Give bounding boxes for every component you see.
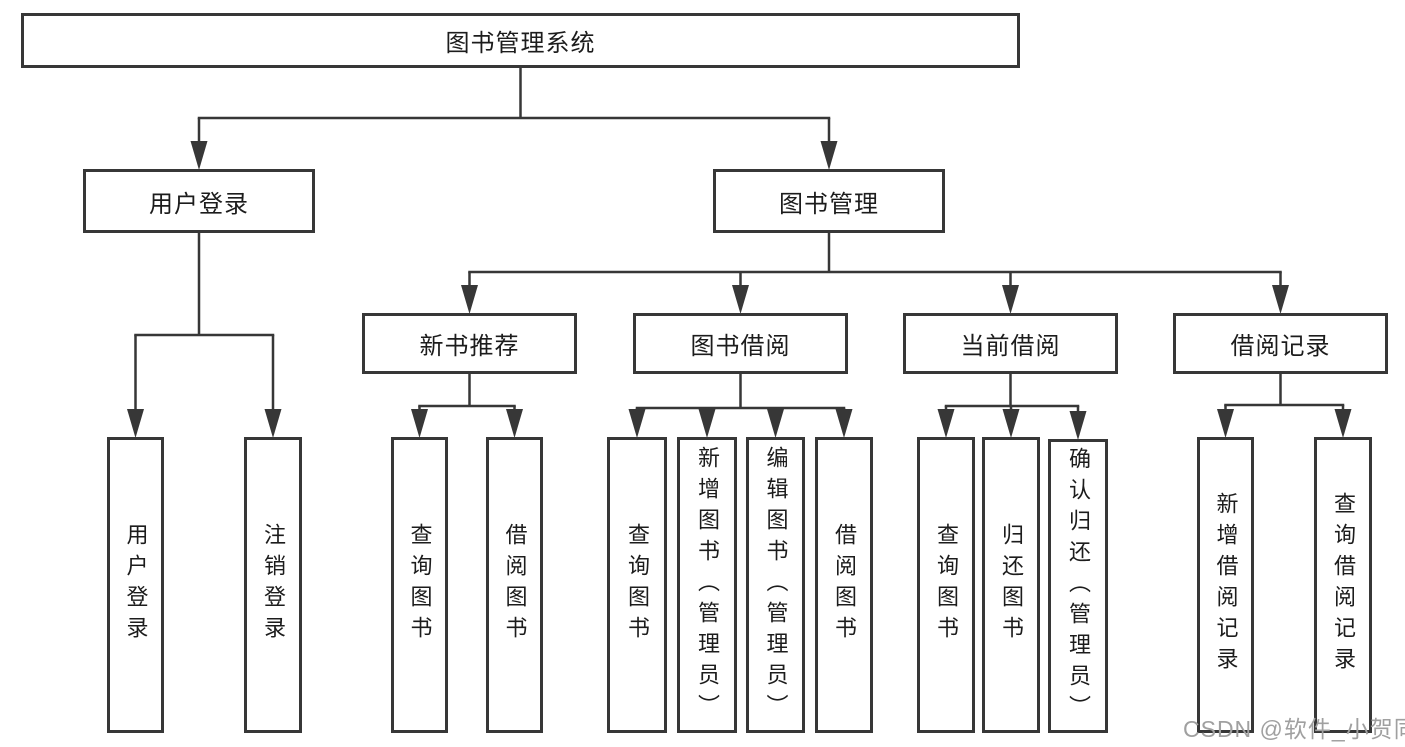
node-v-add-books-admin: 新增图书（管理员） bbox=[677, 437, 737, 733]
node-current-borrow: 当前借阅 bbox=[903, 313, 1118, 374]
node-label: 新增图书（管理员） bbox=[695, 445, 720, 725]
node-v-return-books: 归还图书 bbox=[982, 437, 1040, 733]
arrowhead-icon bbox=[1002, 409, 1020, 438]
node-new-book-rec: 新书推荐 bbox=[362, 313, 577, 374]
node-v-borrow-books-a: 借阅图书 bbox=[486, 437, 543, 733]
arrowhead-icon bbox=[461, 285, 478, 314]
arrowhead-icon bbox=[1217, 409, 1234, 438]
arrowhead-icon bbox=[1272, 285, 1289, 314]
arrowhead-icon bbox=[1069, 411, 1087, 440]
node-label: 查询图书 bbox=[407, 523, 433, 647]
node-label: 图书借阅 bbox=[690, 333, 791, 360]
node-v-query-books-b: 查询图书 bbox=[607, 437, 667, 733]
arrowhead-icon bbox=[628, 409, 646, 438]
node-v-add-borrow-record: 新增借阅记录 bbox=[1197, 437, 1254, 733]
node-label: 新增借阅记录 bbox=[1213, 492, 1239, 678]
arrowhead-icon bbox=[264, 409, 282, 438]
node-label: 注销登录 bbox=[261, 523, 286, 647]
node-label: 用户登录 bbox=[149, 190, 249, 218]
arrowhead-icon bbox=[732, 285, 749, 314]
node-v-user-login: 用户登录 bbox=[107, 437, 164, 733]
node-v-query-books-c: 查询图书 bbox=[917, 437, 975, 733]
node-label: 查询借阅记录 bbox=[1331, 492, 1356, 678]
arrowhead-icon bbox=[411, 409, 428, 438]
arrowhead-icon bbox=[820, 141, 838, 170]
node-label: 查询图书 bbox=[625, 523, 650, 647]
node-label: 借阅图书 bbox=[832, 523, 857, 647]
node-label: 归还图书 bbox=[999, 523, 1024, 647]
node-v-logout-login: 注销登录 bbox=[244, 437, 302, 733]
node-label: 借阅图书 bbox=[502, 523, 528, 647]
node-label: 借阅记录 bbox=[1230, 333, 1331, 360]
arrowhead-icon bbox=[1002, 285, 1019, 314]
node-book-mgmt: 图书管理 bbox=[713, 169, 945, 233]
node-v-edit-books-admin: 编辑图书（管理员） bbox=[746, 437, 805, 733]
node-label: 编辑图书（管理员） bbox=[763, 445, 789, 725]
watermark: CSDN @软件_小贺同学 bbox=[1183, 716, 1405, 742]
node-label: 图书管理系统 bbox=[445, 30, 596, 57]
node-v-borrow-books-b: 借阅图书 bbox=[815, 437, 873, 733]
arrowhead-icon bbox=[698, 409, 716, 438]
node-v-query-books-a: 查询图书 bbox=[391, 437, 448, 733]
node-root: 图书管理系统 bbox=[21, 13, 1020, 68]
node-borrow-record: 借阅记录 bbox=[1173, 313, 1388, 374]
arrowhead-icon bbox=[506, 409, 523, 438]
node-v-query-borrow-record: 查询借阅记录 bbox=[1314, 437, 1372, 733]
node-v-confirm-return-admin: 确认归还（管理员） bbox=[1048, 439, 1108, 733]
arrowhead-icon bbox=[835, 409, 853, 438]
node-book-borrow: 图书借阅 bbox=[633, 313, 848, 374]
node-label: 当前借阅 bbox=[960, 333, 1061, 360]
arrowhead-icon bbox=[1334, 409, 1352, 438]
arrowhead-icon bbox=[127, 409, 144, 438]
arrowhead-icon bbox=[937, 409, 955, 438]
arrowhead-icon bbox=[190, 141, 208, 170]
arrowhead-icon bbox=[767, 409, 784, 438]
node-label: 新书推荐 bbox=[419, 333, 520, 360]
node-label: 用户登录 bbox=[123, 523, 149, 647]
node-user-login: 用户登录 bbox=[83, 169, 315, 233]
node-label: 查询图书 bbox=[934, 523, 959, 647]
node-label: 图书管理 bbox=[779, 190, 879, 218]
node-label: 确认归还（管理员） bbox=[1066, 446, 1091, 726]
